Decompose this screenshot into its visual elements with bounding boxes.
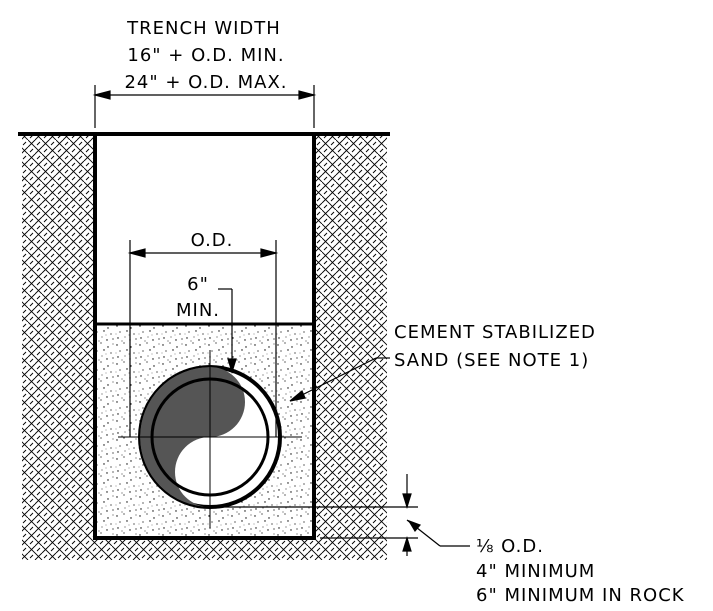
trench-width-dimension <box>92 85 317 128</box>
cement-label-line1: CEMENT STABILIZED <box>394 322 596 343</box>
pipe <box>118 350 302 528</box>
six-inch-label: 6" <box>187 274 209 295</box>
trench-width-title: TRENCH WIDTH <box>126 18 281 39</box>
bedding-minimum-label: 4" MINIMUM <box>476 561 595 582</box>
bedding-rock-label: 6" MINIMUM IN ROCK <box>476 585 685 606</box>
trench-width-min-label: 16" + O.D. MIN. <box>127 45 284 66</box>
six-inch-min-label: MIN. <box>176 300 220 321</box>
trench-walls <box>93 134 316 540</box>
od-dimension <box>127 240 279 437</box>
bedding-fraction-label: ⅛ O.D. <box>476 536 544 557</box>
six-inch-leader <box>218 288 237 375</box>
cement-label-line2: SAND (SEE NOTE 1) <box>394 350 589 371</box>
trench-width-max-label: 24" + O.D. MAX. <box>124 72 287 93</box>
cement-leader <box>289 357 390 402</box>
bedding-dimension <box>218 474 470 556</box>
od-label: O.D. <box>191 230 234 251</box>
